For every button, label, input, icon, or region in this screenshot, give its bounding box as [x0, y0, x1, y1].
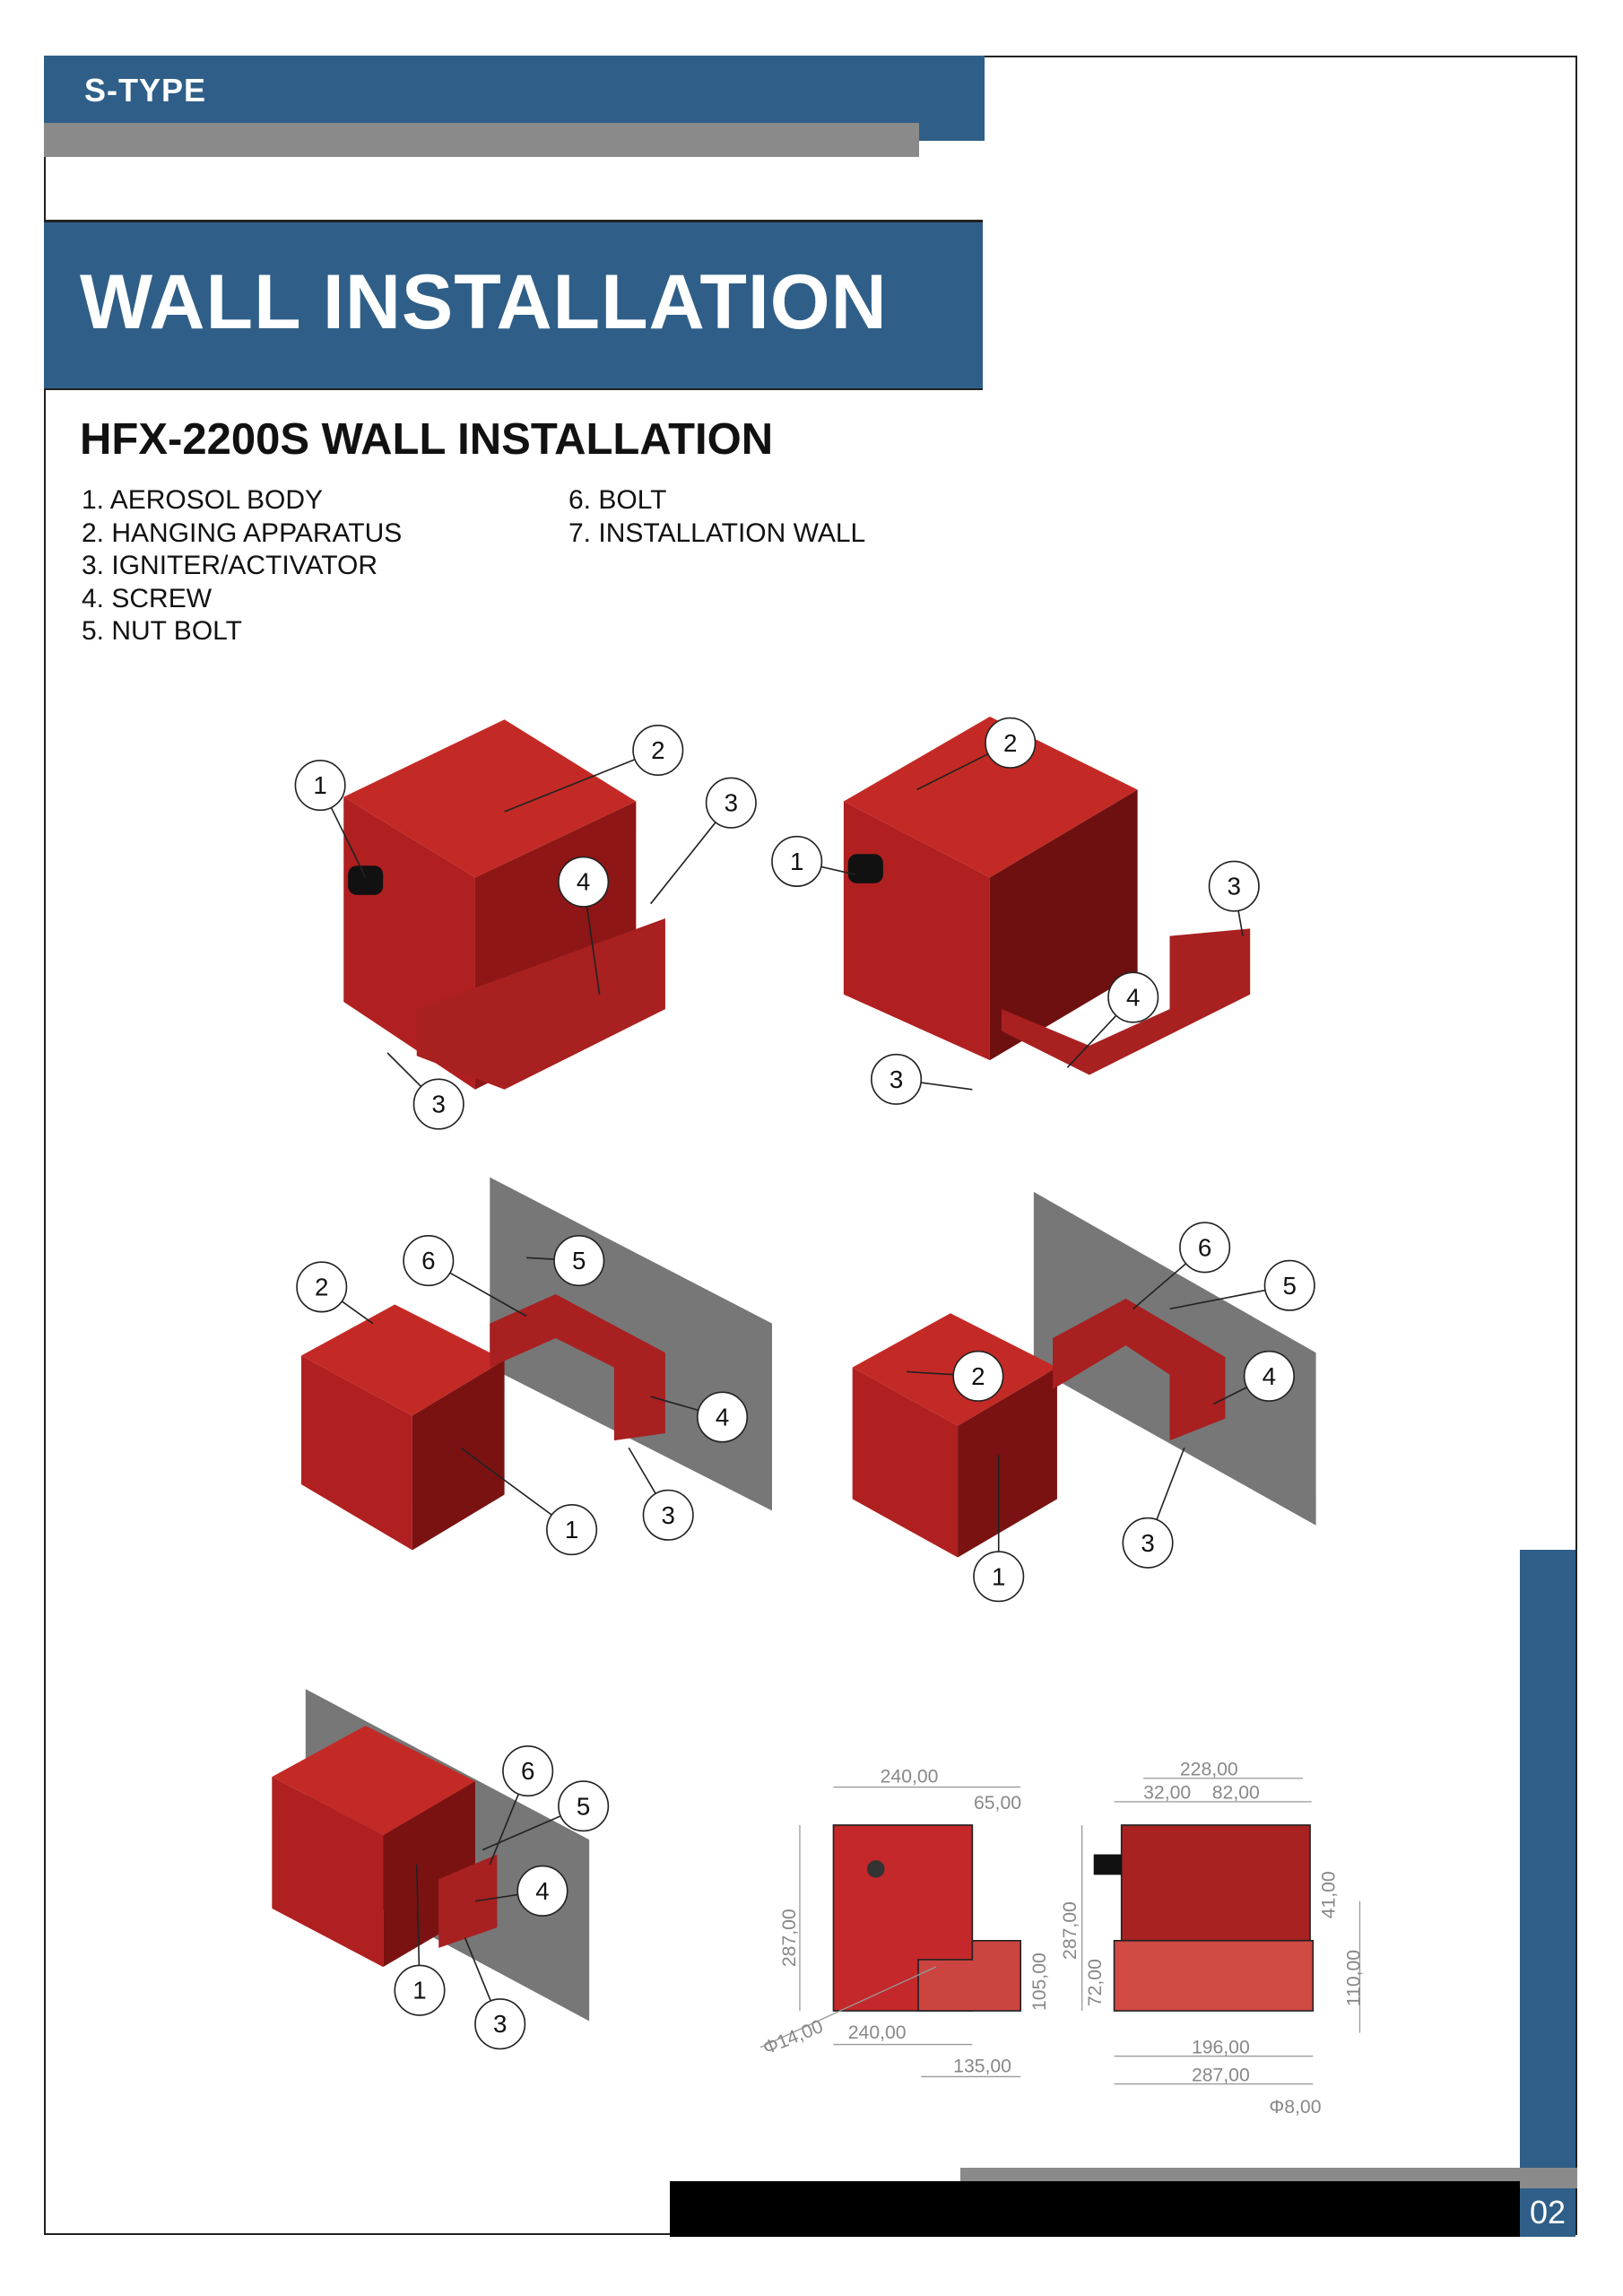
dim-side-hole: Φ14,00	[760, 2016, 826, 2059]
callout-number: 3	[493, 2010, 507, 2038]
callout-4: 4	[1066, 971, 1159, 1068]
dim-front-total-width: 287,00	[1192, 2065, 1250, 2085]
callout-3: 3	[649, 777, 757, 905]
callout-1: 1	[460, 1447, 598, 1556]
callout-number: 1	[790, 848, 803, 875]
callout-number: 2	[971, 1362, 985, 1390]
side-view-drawing: 240,00 65,00 287,00 105,00 Φ14,00 240,00…	[759, 1767, 1050, 2078]
page-number: 02	[1520, 2188, 1575, 2237]
dim-side-width-top: 240,00	[881, 1767, 939, 1787]
dim-front-holes-width: 196,00	[1192, 2037, 1250, 2057]
callout-6: 6	[1133, 1222, 1231, 1309]
callout-number: 5	[577, 1792, 590, 1820]
dim-front-d: 110,00	[1343, 1950, 1364, 2006]
callout-number: 3	[725, 789, 738, 817]
page-title: WALL INSTALLATION	[80, 259, 888, 345]
callout-number: 2	[315, 1273, 328, 1300]
callout-4: 4	[474, 1865, 568, 1917]
section-heading: HFX-2200S WALL INSTALLATION	[80, 415, 774, 464]
part-item: 5. NUT BOLT	[82, 616, 242, 646]
callout-1: 1	[294, 760, 367, 878]
callout-2: 2	[296, 1261, 374, 1325]
callout-5: 5	[1169, 1259, 1315, 1311]
leader-line	[504, 749, 659, 813]
dim-front-hole: Φ8,00	[1269, 2097, 1321, 2118]
callouts: 1 2 3 4 3 2 1 3 4 3 2 6 5 4 1 3 6 5 4 2 1 3 6 5 4 1 3	[294, 717, 1315, 2050]
callout-4: 4	[558, 856, 610, 995]
callout-number: 6	[521, 1757, 534, 1785]
header-accent-bar	[44, 123, 919, 157]
callout-number: 4	[1126, 984, 1140, 1012]
callout-number: 4	[1263, 1362, 1276, 1390]
callout-2: 2	[504, 724, 684, 813]
callout-5: 5	[482, 1780, 610, 1851]
callout-3: 3	[628, 1447, 694, 1541]
callout-number: 4	[535, 1877, 549, 1905]
callout-1: 1	[394, 1864, 446, 2016]
callout-number: 3	[1141, 1529, 1154, 1557]
dim-front-height: 287,00	[1060, 1901, 1081, 1960]
callout-number: 2	[651, 736, 664, 764]
dim-front-total-top: 228,00	[1180, 1760, 1238, 1780]
parts-list-right: 6. BOLT 7. INSTALLATION WALL	[568, 484, 865, 550]
dim-side-offset: 65,00	[974, 1793, 1021, 1813]
callout-3: 3	[386, 1052, 464, 1130]
figure-4-wall-mount	[852, 1191, 1316, 1558]
dim-side-bracket-height: 105,00	[1029, 1952, 1050, 2011]
callout-3: 3	[1208, 860, 1260, 936]
part-item: 6. BOLT	[568, 485, 667, 515]
dim-side-width-bottom: 240,00	[848, 2022, 907, 2043]
dim-side-height: 287,00	[779, 1909, 800, 1967]
part-item: 7. INSTALLATION WALL	[568, 517, 866, 548]
parts-list-left: 1. AEROSOL BODY 2. HANGING APPARATUS 3. …	[82, 484, 402, 648]
part-item: 2. HANGING APPARATUS	[82, 517, 403, 548]
dim-side-bracket-width: 135,00	[953, 2057, 1011, 2077]
callout-number: 3	[431, 1091, 445, 1118]
figure-2-exploded	[843, 716, 1251, 1075]
dim-front-bracket-height: 72,00	[1085, 1959, 1106, 2006]
callout-3: 3	[1122, 1447, 1185, 1569]
title-banner: WALL INSTALLATION	[44, 220, 983, 390]
callout-number: 1	[412, 1977, 426, 2005]
callout-1: 1	[771, 835, 856, 887]
callout-2: 2	[916, 717, 1037, 791]
callout-6: 6	[403, 1235, 527, 1318]
callout-1: 1	[973, 1455, 1025, 1603]
dim-front-c: 41,00	[1319, 1871, 1340, 1918]
part-item: 1. AEROSOL BODY	[82, 485, 323, 515]
callout-4: 4	[1213, 1350, 1295, 1405]
callout-number: 3	[890, 1065, 903, 1093]
side-accent-bar	[1520, 1550, 1575, 2179]
callout-number: 1	[992, 1562, 1005, 1590]
callout-3: 3	[871, 1053, 973, 1105]
front-view-drawing: 228,00 32,00 82,00 287,00 72,00 41,00 11…	[1060, 1760, 1364, 2118]
series-label: S-TYPE	[84, 72, 207, 109]
dim-front-b: 82,00	[1212, 1783, 1260, 1804]
callout-number: 3	[1228, 873, 1241, 900]
callout-number: 5	[1282, 1272, 1296, 1300]
callout-number: 4	[577, 868, 590, 896]
callout-4: 4	[650, 1391, 749, 1443]
callout-number: 6	[421, 1247, 435, 1274]
figure-3-wall-mount	[300, 1177, 772, 1551]
callout-6: 6	[489, 1745, 554, 1866]
callout-number: 3	[661, 1501, 674, 1529]
callout-5: 5	[525, 1235, 605, 1287]
callout-number: 4	[716, 1404, 729, 1431]
callout-number: 5	[572, 1247, 586, 1274]
callout-number: 1	[313, 771, 326, 799]
part-item: 3. IGNITER/ACTIVATOR	[82, 551, 378, 580]
figure-1-assembly	[343, 719, 665, 1090]
footer-black-bar	[670, 2181, 1520, 2237]
callout-2: 2	[906, 1350, 1004, 1402]
callout-number: 2	[1003, 729, 1017, 757]
callout-number: 1	[565, 1516, 578, 1544]
figure-5-installed	[272, 1689, 590, 2022]
part-item: 4. SCREW	[82, 583, 213, 613]
dim-front-a: 32,00	[1143, 1783, 1191, 1804]
callout-number: 6	[1198, 1233, 1211, 1261]
callout-3: 3	[464, 1937, 526, 2050]
